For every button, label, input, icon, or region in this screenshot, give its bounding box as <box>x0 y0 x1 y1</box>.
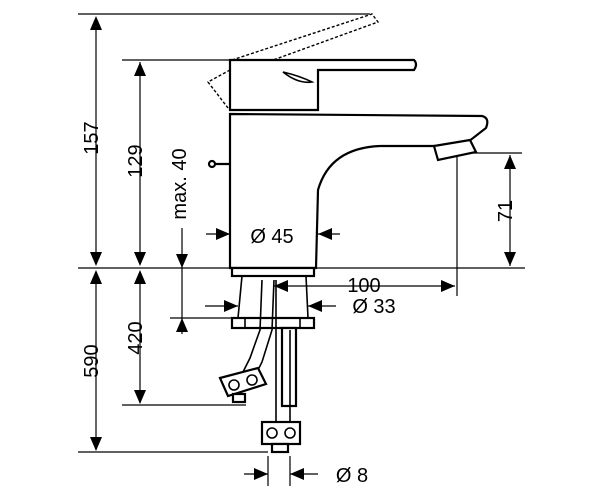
left-connector-hex <box>246 374 258 386</box>
label-420: 420 <box>125 321 147 354</box>
label-71: 71 <box>495 200 517 222</box>
label-129: 129 <box>125 144 147 177</box>
underdeck-parts <box>218 275 316 454</box>
label-157: 157 <box>81 121 103 154</box>
right-connector-hex <box>284 427 296 439</box>
faucet-spout-body <box>228 112 489 270</box>
dimension-420 <box>134 270 146 404</box>
faucet-body <box>206 13 489 278</box>
label-590: 590 <box>81 344 103 377</box>
lever-open-position-outline <box>231 13 380 73</box>
dimension-100 <box>274 280 455 292</box>
label-8: Ø 8 <box>336 465 368 487</box>
label-max40: max. 40 <box>169 148 191 219</box>
left-connector-hex <box>228 379 240 391</box>
left-hose-tip <box>231 392 247 404</box>
lever-open-position-base <box>206 69 231 109</box>
right-connector-hex <box>266 427 278 439</box>
faucet-base <box>230 266 316 278</box>
popup-rod-knob <box>207 159 217 169</box>
label-45: Ø 45 <box>250 226 293 248</box>
dimension-33 <box>205 300 336 312</box>
dimension-45 <box>206 228 340 240</box>
handle-lever-detail <box>282 71 315 84</box>
shank-right <box>305 275 309 319</box>
dimension-129 <box>134 62 146 266</box>
dimension-8 <box>244 456 318 486</box>
label-33: Ø 33 <box>352 296 395 318</box>
dimension-157 <box>90 16 102 266</box>
aerator <box>432 138 478 162</box>
dimension-71 <box>504 155 516 266</box>
left-hose-edge <box>239 279 263 379</box>
dimension-max40 <box>176 228 188 334</box>
label-100: 100 <box>347 275 380 297</box>
threaded-rod <box>280 326 298 408</box>
right-hose-tip <box>270 442 290 454</box>
dimension-590 <box>90 270 102 451</box>
left-hose-edge <box>251 279 275 383</box>
shank-left <box>237 275 243 319</box>
left-hose-connector <box>218 366 268 398</box>
handle-lever <box>228 58 418 112</box>
